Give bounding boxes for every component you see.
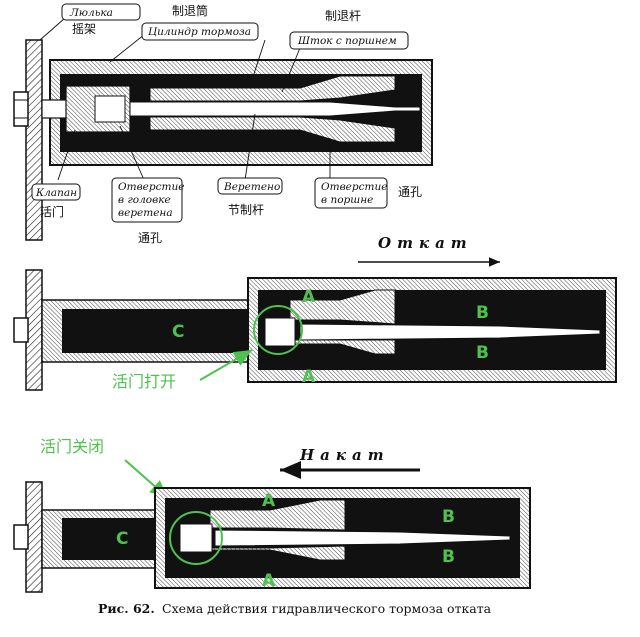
recoil-chamber-b-top: B — [476, 303, 489, 323]
valve-closed-marker — [169, 511, 223, 565]
rod-nut — [13, 91, 29, 127]
return-chamber-a-bottom: A — [262, 571, 276, 591]
label-cylinder-ru: Цилиндр тормоза — [148, 26, 251, 38]
return-diagram: 活门关闭 Накат C A A B B — [13, 437, 531, 593]
label-valve-ru: Клапан — [35, 187, 77, 199]
recoil-valve-state: 活门打开 — [112, 372, 176, 391]
spindle — [129, 101, 421, 117]
return-chamber-a-top: A — [262, 491, 276, 511]
label-head-hole-2: в головке — [118, 194, 171, 206]
label-head-hole-1: Отверстие — [118, 181, 184, 193]
recoil-direction-label: Откат — [378, 234, 473, 252]
label-rod-cn: 制退杆 — [325, 9, 361, 23]
caption-number: Рис. 62. — [98, 601, 155, 616]
label-spindle-cn: 节制杆 — [228, 203, 264, 217]
label-cradle-ru: Люлька — [69, 7, 113, 19]
return-chamber-b-top: B — [442, 507, 455, 527]
label-cylinder-cn: 制退筒 — [172, 3, 208, 18]
label-rod-ru: Шток с поршнем — [297, 35, 397, 47]
label-valve-cn: 活门 — [40, 204, 64, 219]
return-chamber-b-bottom: B — [442, 547, 455, 567]
label-head-hole-3: веретена — [118, 207, 173, 219]
piston-top — [149, 75, 396, 102]
recoil-chamber-a-top: A — [302, 287, 316, 307]
recoil-chamber-a-bottom: A — [302, 367, 316, 387]
return-valve-state: 活门关闭 — [40, 437, 104, 456]
label-piston-hole-cn: 通孔 — [398, 185, 422, 199]
recoil-chamber-c: C — [172, 322, 184, 342]
label-cradle-cn: 摇架 — [72, 22, 96, 36]
label-head-hole-cn: 通孔 — [138, 231, 162, 245]
label-piston-hole-2: в поршне — [321, 194, 373, 206]
valve-body — [94, 95, 126, 123]
label-piston-hole-1: Отверстие — [321, 181, 387, 193]
top-diagram: Люлька 摇架 制退筒 Цилиндр тормоза 制退杆 Шток с… — [13, 3, 433, 245]
piston-bottom — [149, 116, 396, 143]
recoil-chamber-b-bottom: B — [476, 343, 489, 363]
recoil-diagram: Откат C A A B B 活门打开 — [13, 234, 617, 391]
caption: Рис. 62. Схема действия гидравлического … — [98, 601, 492, 616]
valve-open-marker — [253, 305, 303, 355]
return-chamber-c: C — [116, 529, 128, 549]
caption-text: Схема действия гидравлического тормоза о… — [162, 601, 492, 616]
label-spindle-ru: Веретено — [223, 181, 280, 193]
return-direction-label: Накат — [299, 446, 390, 464]
